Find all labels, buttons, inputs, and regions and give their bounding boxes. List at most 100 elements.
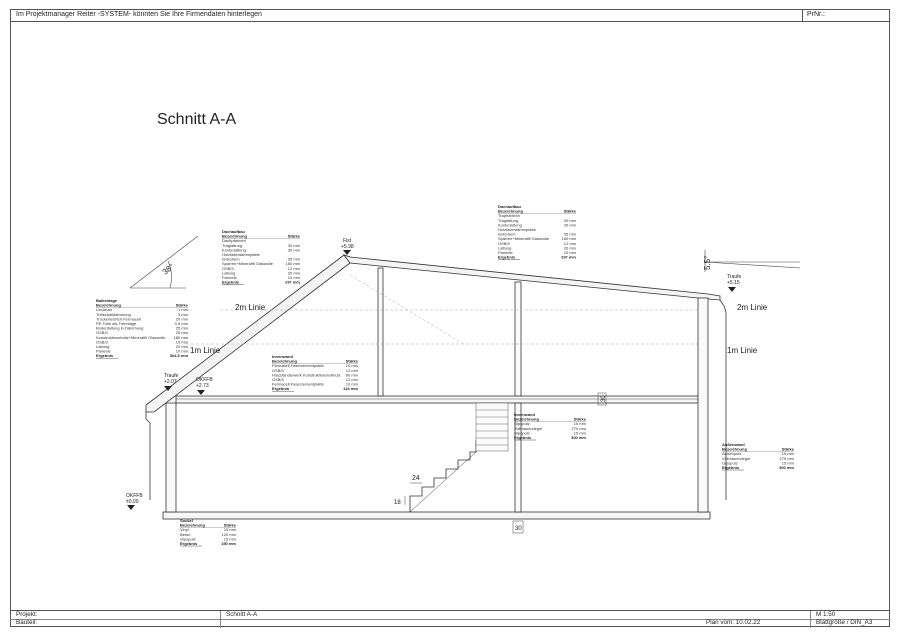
legend-dach_right-row-8-value: 10 mm bbox=[564, 250, 577, 255]
plan-date: Plan vom: 10.02.22 bbox=[706, 619, 761, 626]
legend-aussen-row-1-name: Vollmauerziegel bbox=[722, 456, 750, 461]
legend-dach_right-row-7-value: 20 mm bbox=[564, 245, 577, 250]
post-2 bbox=[514, 281, 522, 397]
legend-innen1-row-0-name: Fermacell Faserzementplatte bbox=[272, 363, 325, 368]
legend-balken-row-5-name: OSB/3 bbox=[96, 330, 109, 335]
title-block-row-2: Bauteil: Plan vom: 10.02.22 Blattgröße /… bbox=[10, 619, 890, 627]
roof-angle-left: 38° bbox=[161, 262, 176, 277]
roof-right bbox=[342, 254, 721, 301]
legend-balken-row-7-name: OSB/3 bbox=[96, 339, 109, 344]
legend-balken-row-9-name: Paneele bbox=[96, 349, 111, 354]
legend-balken-row-3-name: PE Folie als Trennlage bbox=[96, 321, 137, 326]
level-traufe-right-marker bbox=[728, 287, 736, 292]
legend-sockel-col2: Stärke bbox=[224, 523, 237, 528]
bauteil-label: Bauteil: bbox=[16, 619, 38, 626]
level-traufe-left-marker bbox=[164, 386, 172, 391]
legend-dach_left-row-5-value: 180 mm bbox=[286, 261, 301, 266]
legend-innen2-col2: Stärke bbox=[574, 417, 587, 422]
dim-30-bottom: 30 bbox=[515, 526, 522, 532]
legend-aussen-row-0-name: Außenputz bbox=[722, 451, 741, 456]
downpipe-right bbox=[719, 299, 727, 500]
legend-aussen-row-2-value: 15 mm bbox=[782, 460, 795, 465]
legend-aussen-row-0-value: 15 mm bbox=[782, 451, 795, 456]
legend-innen2-row-1-name: Vollmauerziegel bbox=[514, 426, 542, 431]
legend-dach_left-row-8-value: 10 mm bbox=[288, 275, 301, 280]
legend-dach_right-row-4-value: 35 mm bbox=[564, 232, 577, 237]
legend-dach_left-row-7-name: Lattung bbox=[222, 270, 235, 275]
firm-note: Im Projektmanager Reiter -SYSTEM- könnte… bbox=[16, 11, 262, 18]
ground-slab bbox=[162, 511, 711, 520]
legend-sockel-row-2-name: Gipsputz bbox=[180, 536, 196, 541]
dim-30-mid: 30 bbox=[601, 395, 607, 402]
legend-innen1-col1: Bezeichnung bbox=[272, 359, 297, 364]
floor-slab bbox=[175, 395, 699, 404]
legend-balken-row-8-name: Lattung bbox=[96, 344, 109, 349]
level-traufe-left-label: Traufe bbox=[164, 373, 178, 379]
legend-innen2-title: Innenwand bbox=[514, 412, 535, 417]
level-traufe-right-value: +5.15 bbox=[727, 280, 740, 286]
drawing-title: Schnitt A-A bbox=[157, 111, 236, 128]
plan-name: Schnitt A-A bbox=[226, 611, 258, 618]
legend-innen2-row-0-name: Gipsputz bbox=[514, 421, 530, 426]
legend-dach_right-row-5-value: 180 mm bbox=[562, 236, 577, 241]
legend-innen2-row-2-name: Gipsputz bbox=[514, 430, 530, 435]
dim-step-height: 18 bbox=[394, 500, 401, 506]
legend-dach_right-row-8-name: Paneele bbox=[498, 250, 513, 255]
legend-dach_left-row-5-name: Sparren+Mineralfil Glaswolle bbox=[222, 261, 274, 266]
legend-sockel-row-2-value: 15 mm bbox=[224, 536, 237, 541]
legend-balken-row-1-name: Trittschalldämmung bbox=[96, 312, 131, 317]
legend-dach_left-total: 297 mm bbox=[285, 280, 300, 285]
legend-dach_left-row-2-value: 30 mm bbox=[288, 247, 301, 252]
legend-balken-row-4-value: 25 mm bbox=[176, 326, 189, 331]
label-1m-right: 1m Linie bbox=[727, 346, 758, 355]
label-2m-right: 2m Linie bbox=[737, 303, 768, 312]
legend-balken-col1: Bezeichnung bbox=[96, 303, 121, 308]
legend-innen2-row-2-value: 15 mm bbox=[574, 430, 587, 435]
legend-balken-row-4-name: Bodenfaltung in Dämmung bbox=[96, 326, 143, 331]
legend-dach_left-title: Dachaufbau bbox=[222, 229, 245, 234]
legend-dach_right-row-1-name: Traglattung bbox=[498, 218, 518, 223]
legend-sockel-col1: Bezeichnung bbox=[180, 523, 205, 528]
legend-dach_left-row-8-name: Paneele bbox=[222, 275, 237, 280]
legend-balken-row-7-value: 15 mm bbox=[176, 339, 189, 344]
legend-dach_left-row-4-name: Isolrphem bbox=[222, 257, 240, 262]
legend-innen1-row-4-name: Fermacell Faserzementplatte bbox=[272, 382, 325, 387]
drawing-sheet-border bbox=[10, 9, 890, 627]
legend-innen1-col2: Stärke bbox=[346, 359, 359, 364]
wall-left bbox=[165, 402, 177, 513]
legend-dach_right-col1: Bezeichnung bbox=[498, 209, 523, 214]
legend-innen2-row-1-value: 270 mm bbox=[572, 426, 587, 431]
legend-dach_right-row-6-name: OSB/3 bbox=[498, 241, 511, 246]
post-1 bbox=[377, 267, 384, 397]
legend-balken-row-3-value: 0,5 mm bbox=[175, 321, 189, 326]
legend-innen2-col1: Bezeichnung bbox=[514, 417, 539, 422]
legend-balken-row-0-name: Linoleum bbox=[96, 307, 113, 312]
legend-sockel-row-1-value: 120 mm bbox=[222, 532, 237, 537]
level-first-label: Fist bbox=[343, 238, 352, 244]
legend-aussen-title: Außenwand bbox=[722, 442, 745, 447]
legend-sockel-row-0-value: 15 mm bbox=[224, 527, 237, 532]
plan-scale: M 1:50 bbox=[816, 611, 836, 618]
level-okffb-upper-label: OKFFB bbox=[196, 377, 213, 383]
legend-dach_right-row-7-name: Lattung bbox=[498, 245, 511, 250]
legend-dach_left-row-1-name: Traglattung bbox=[222, 243, 242, 248]
legend-innen1-total: 124 mm bbox=[343, 386, 358, 391]
legend-sockel-title: Sockel bbox=[180, 518, 193, 523]
legend-innen2-total-label: Ergebnis bbox=[514, 435, 532, 440]
legend-aussen-row-1-value: 270 mm bbox=[780, 456, 795, 461]
projekt-label: Projekt: bbox=[16, 611, 38, 618]
level-traufe-left-value: +2.07 bbox=[164, 379, 177, 385]
legend-dach_left-row-0-name: Dachpfannen bbox=[222, 238, 246, 243]
legend-dach_right-row-1-value: 30 mm bbox=[564, 218, 577, 223]
legend-innen2-row-0-value: 15 mm bbox=[574, 421, 587, 426]
legend-dach_left-row-2-name: Konterlattung bbox=[222, 247, 246, 252]
legend-dach_left-total-label: Ergebnis bbox=[222, 280, 240, 285]
legend-innen1-row-2-value: 80 mm bbox=[346, 372, 359, 377]
legend-dach_right-row-4-name: Isolrphem bbox=[498, 232, 516, 237]
level-first-value: +5.98 bbox=[341, 244, 354, 250]
legend-aussen-col1: Bezeichnung bbox=[722, 447, 747, 452]
legend-dach_left-row-7-value: 20 mm bbox=[288, 270, 301, 275]
legend-dach_left-col2: Stärke bbox=[288, 234, 301, 239]
legend-dach_right-row-2-name: Konterlattung bbox=[498, 222, 522, 227]
